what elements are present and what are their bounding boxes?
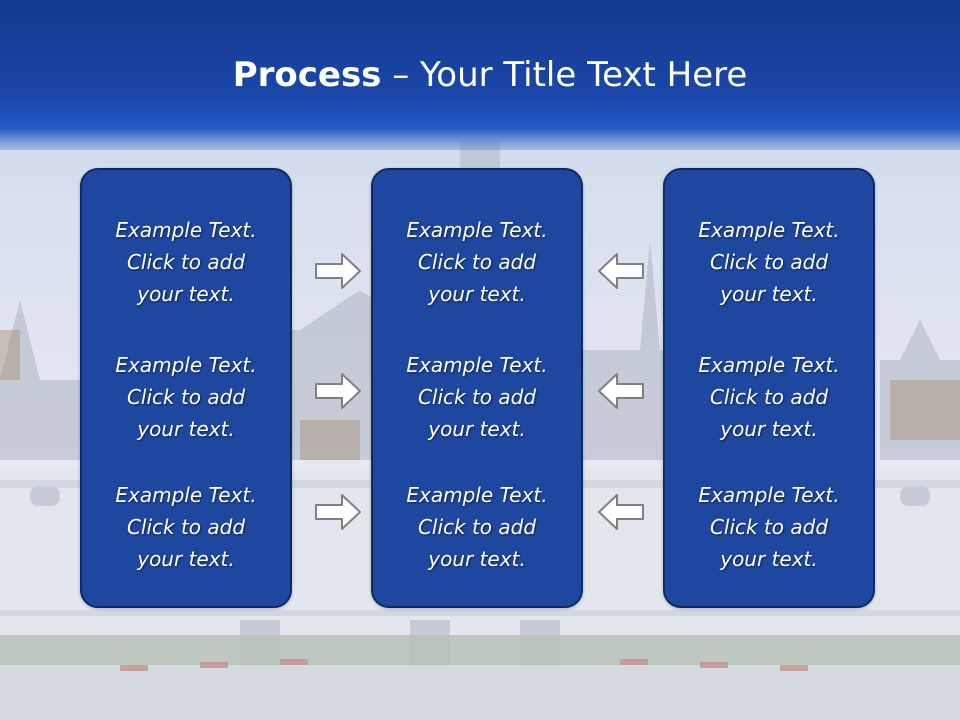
process-box-center[interactable]: Example Text. Click to add your text. Ex… <box>371 168 583 608</box>
process-box-right[interactable]: Example Text. Click to add your text. Ex… <box>663 168 875 608</box>
title-rest: – Your Title Text Here <box>381 55 748 95</box>
left-arrow-icon <box>598 253 644 289</box>
right-arrow-icon <box>315 494 361 530</box>
box-text[interactable]: Example Text. Click to add your text. <box>115 483 257 571</box>
right-arrow-icon <box>315 253 361 289</box>
title-banner <box>0 0 960 150</box>
box-text[interactable]: Example Text. Click to add your text. <box>115 353 257 441</box>
box-text[interactable]: Example Text. Click to add your text. <box>406 353 548 441</box>
box-text[interactable]: Example Text. Click to add your text. <box>406 483 548 571</box>
slide-title[interactable]: Process – Your Title Text Here <box>0 52 960 98</box>
right-arrow-icon <box>315 373 361 409</box>
process-box-left[interactable]: Example Text. Click to add your text. Ex… <box>80 168 292 608</box>
box-text[interactable]: Example Text. Click to add your text. <box>698 218 840 306</box>
box-text[interactable]: Example Text. Click to add your text. <box>698 353 840 441</box>
box-text[interactable]: Example Text. Click to add your text. <box>406 218 548 306</box>
box-text[interactable]: Example Text. Click to add your text. <box>698 483 840 571</box>
box-text[interactable]: Example Text. Click to add your text. <box>115 218 257 306</box>
left-arrow-icon <box>598 494 644 530</box>
left-arrow-icon <box>598 373 644 409</box>
title-bold: Process <box>232 55 382 95</box>
